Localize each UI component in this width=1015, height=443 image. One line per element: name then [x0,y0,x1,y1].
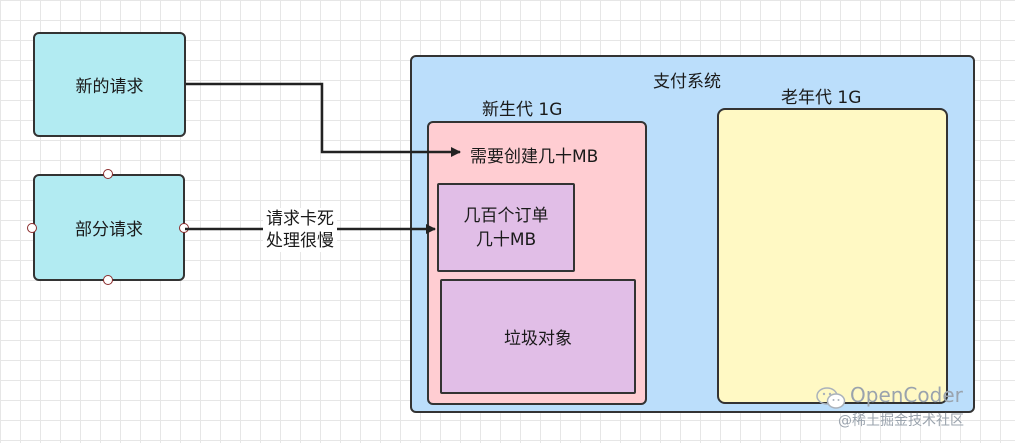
wechat-icon [816,386,846,410]
young-gen-title: 新生代 1G [482,100,563,120]
young-gen-note: 需要创建几十MB [470,147,599,167]
old-gen-box [717,108,948,404]
edge-label: 请求卡死 处理很慢 [263,208,337,252]
orders-label: 几百个订单 几十MB [463,205,549,250]
new-request-arrow[interactable] [186,82,461,157]
old-gen-title: 老年代 1G [781,88,862,108]
partial-request-box[interactable]: 部分请求 [33,174,185,281]
selection-handle-bottom[interactable] [103,275,113,285]
payment-system-title: 支付系统 [653,72,721,92]
garbage-box: 垃圾对象 [440,279,636,394]
new-request-label: 新的请求 [75,77,144,97]
selection-handle-top[interactable] [103,169,113,179]
new-request-box[interactable]: 新的请求 [33,32,186,137]
orders-box: 几百个订单 几十MB [437,183,575,272]
partial-request-label: 部分请求 [75,220,143,240]
watermark-brand: OpenCoder [850,383,963,407]
watermark-credit: @稀土掘金技术社区 [838,413,964,429]
selection-handle-left[interactable] [27,223,37,233]
garbage-label: 垃圾对象 [504,329,572,349]
